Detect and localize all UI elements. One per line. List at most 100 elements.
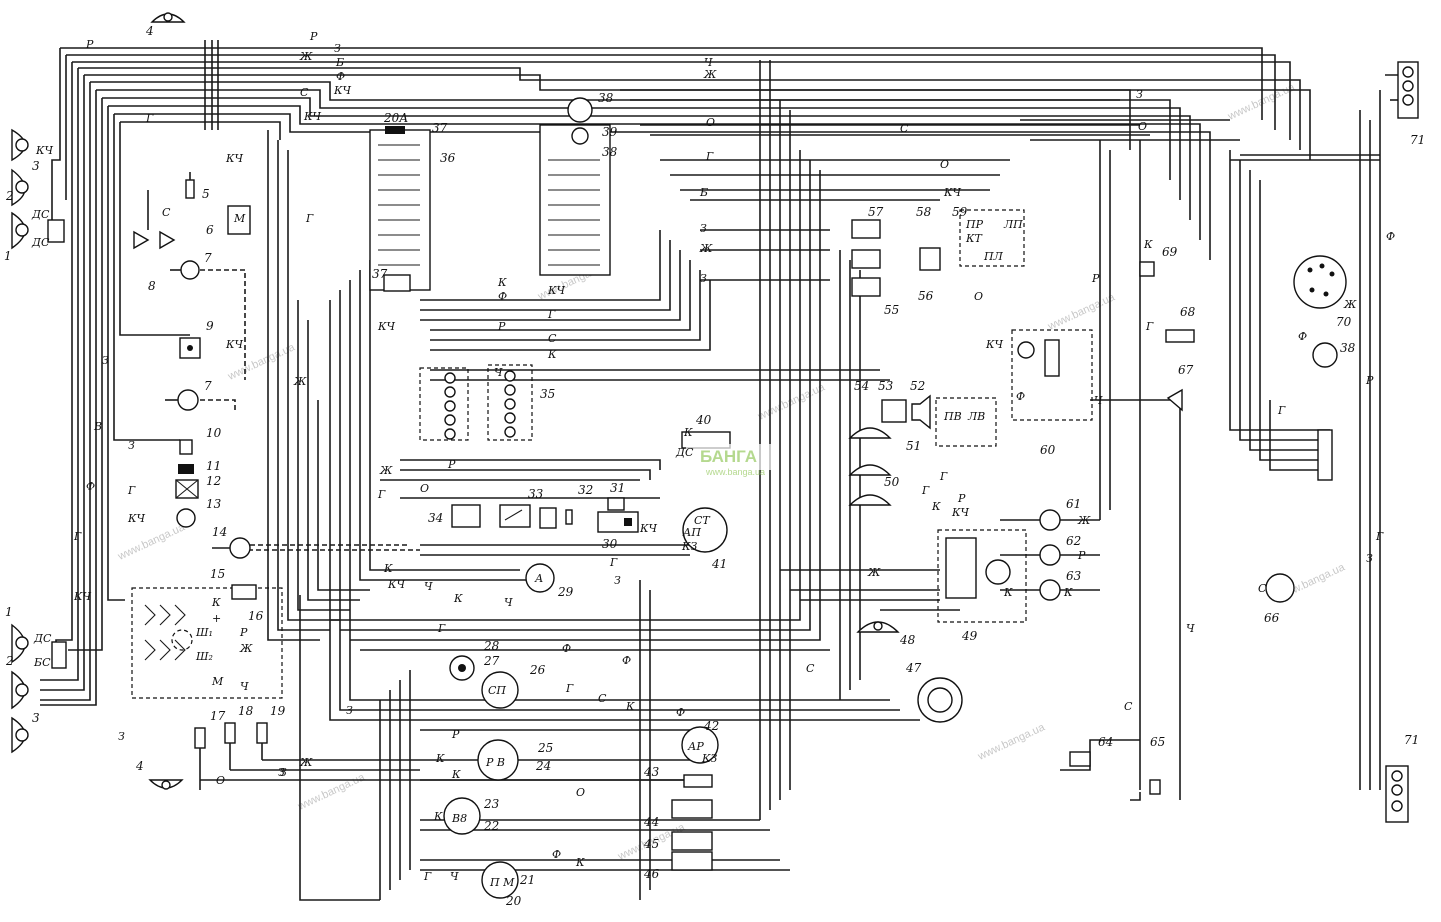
component-number: 34 [428, 511, 443, 525]
wire-label: В [93, 420, 102, 433]
combination-switch-49 [937, 529, 1027, 623]
wire-label: КЧ [387, 578, 406, 591]
wire-label: О [216, 774, 225, 787]
component-number: 9 [206, 319, 214, 333]
component-number: 63 [1066, 569, 1082, 583]
wire-label: Р [1077, 549, 1086, 562]
wire-label: Г [305, 212, 314, 225]
wire-label: Г [1375, 530, 1384, 543]
component-number: 65 [1150, 735, 1165, 749]
switch-9 [179, 337, 201, 359]
wire-label: З [700, 222, 707, 235]
pin-label: Ш₂ [195, 650, 213, 663]
wire-label: ДС [31, 208, 50, 221]
component-number: 24 [535, 759, 551, 773]
component-number: 30 [602, 537, 618, 551]
component-number: 42 [703, 719, 719, 733]
gauge-26: СП [481, 671, 519, 709]
component-number: 38 [1340, 341, 1356, 355]
wire-label: К [433, 810, 443, 823]
switch-17 [194, 727, 206, 760]
wire-label: К [497, 276, 507, 289]
component-number: 12 [206, 474, 221, 488]
gauge-28 [449, 655, 475, 681]
junction-block-right [1317, 429, 1333, 481]
relay-30 [597, 511, 639, 533]
component-number: 25 [537, 741, 553, 755]
component-number: 71 [1404, 733, 1419, 747]
fuse-block-38 [539, 97, 611, 276]
component-number: 4 [135, 759, 144, 773]
switch-65 [1149, 779, 1161, 795]
connector-35a [419, 367, 469, 441]
wire-label: Ч [424, 580, 433, 593]
component-number: 2 [5, 654, 14, 668]
component-number: 39 [602, 125, 618, 139]
component-number: 27 [483, 654, 500, 668]
wire-label: К [683, 426, 693, 439]
capacitor-11 [178, 464, 194, 474]
wire-label: Ч [1094, 394, 1103, 407]
component-number: 17 [210, 709, 226, 723]
wire-label: Ф [622, 654, 631, 667]
wire-label: Р [447, 458, 456, 471]
component-number: 3 [32, 159, 40, 173]
component-number: 69 [1162, 245, 1178, 259]
rear-lamp-71-top [1397, 61, 1419, 119]
wire-label: С [806, 662, 815, 675]
wire-label: К [211, 596, 221, 609]
relay-57 [851, 219, 881, 239]
wire-label: О [706, 116, 715, 129]
wire-label: К [1063, 586, 1073, 599]
wire-label: Г [127, 484, 136, 497]
wire-label: К [547, 348, 557, 361]
gauge-25: Р В [477, 739, 519, 781]
component-number: 70 [1336, 315, 1352, 329]
wire-label: З [346, 704, 353, 717]
lamp-61 [1039, 509, 1061, 531]
component-number: 35 [540, 387, 555, 401]
component-number: 61 [1066, 497, 1081, 511]
wire-label: С [1258, 582, 1267, 595]
wire-label: К [575, 856, 585, 869]
wire-label: Ж [293, 375, 307, 388]
wire-label: Ж [1077, 514, 1091, 527]
wire-label: Г [547, 308, 556, 321]
component-number: 37 [372, 267, 388, 281]
lamp-66 [1265, 573, 1295, 603]
relay-31 [607, 497, 625, 511]
lamp-7b [165, 389, 199, 411]
wire-label: КЧ [303, 110, 322, 123]
component-number: 50 [884, 475, 900, 489]
component-numbers: 1 1 2 2 3 3 4 4 5 6 7 7 8 9 10 11 12 13 … [4, 24, 1425, 908]
wire-label: О [974, 290, 983, 303]
wire-label: К [451, 768, 461, 781]
wire-label: Ф [498, 290, 507, 303]
wire-label: Р [451, 728, 460, 741]
logo-text: БАНГА [700, 447, 757, 466]
wire-label: К [625, 700, 635, 713]
switch-45 [671, 831, 713, 851]
component-number: 58 [916, 205, 932, 219]
wire-label: З [102, 354, 109, 367]
wire-label: Б [335, 56, 344, 69]
wire-label: КЧ [377, 320, 396, 333]
rear-lamp-71-bottom [1385, 765, 1409, 823]
connector-35b [487, 364, 533, 441]
fuse-block-36 [369, 126, 431, 292]
component-number: 11 [206, 459, 221, 473]
relay-33 [499, 504, 531, 528]
pin-label: ЛВ [967, 410, 985, 423]
lamp-13 [176, 508, 196, 528]
wire-label: Б [699, 186, 708, 199]
component-number: 29 [557, 585, 574, 599]
wire-label: К [383, 562, 393, 575]
wire-label: Г [145, 112, 154, 125]
component-number: 19 [270, 704, 286, 718]
wire-label: Ж [703, 68, 717, 81]
pin-label: А [534, 572, 543, 585]
sensor-68 [1165, 329, 1195, 343]
wire-label: КЧ [639, 522, 658, 535]
watermark: www.banga.ua [975, 721, 1047, 763]
gauge-23: В8 [443, 797, 481, 835]
